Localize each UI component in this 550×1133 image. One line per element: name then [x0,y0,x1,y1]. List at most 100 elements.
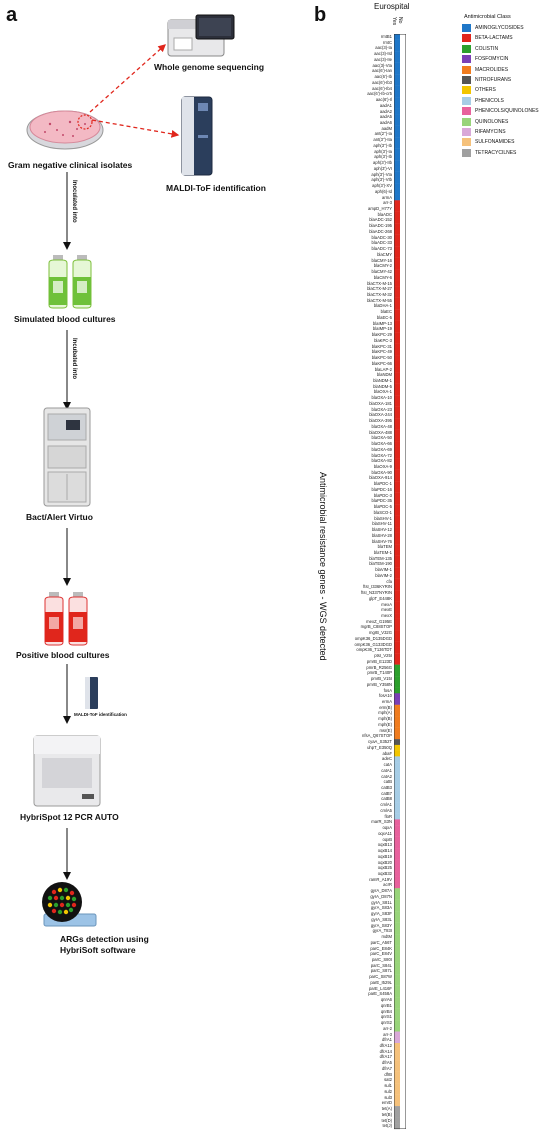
heatmap-cell-yes [394,280,400,287]
heatmap-cell-no [400,1123,406,1130]
gene-label: abaF [382,750,392,756]
legend-swatch [462,44,471,53]
gene-label: blaADC [377,211,392,217]
legend-item: FOSFOMYCIN [462,54,508,64]
gene-label: gyrA_D87A [370,888,392,894]
heatmap-cell-yes [394,372,400,379]
gene-label: blaOXA-69 [371,446,392,452]
heatmap-cell-yes [394,217,400,224]
gene-label: blaADC-268 [369,228,392,234]
gene-label: catA2 [381,773,392,779]
heatmap-cell-yes [394,876,400,883]
heatmap-cell-no [400,481,406,488]
heatmap-cell-no [400,899,406,906]
heatmap-cell-no [400,492,406,499]
gene-label: blaOXA-9 [373,463,392,469]
heatmap-cell-yes [394,779,400,786]
gene-label: pmrB_E123D [366,658,392,664]
heatmap-cell-yes [394,1048,400,1055]
heatmap-cell-yes [394,469,400,476]
dna-array-icon [42,882,97,927]
heatmap-cell-yes [394,888,400,895]
gene-label: oqxB [382,836,392,842]
heatmap-cell-yes [394,56,400,63]
heatmap-cell-no [400,785,406,791]
heatmap-cell-no [400,1071,406,1078]
gene-label: qnrS1 [380,1014,392,1020]
heatmap-cell-yes [394,647,400,654]
gene-label: aadA2 [379,108,392,114]
gene-label: blaOXA-10 [371,395,392,401]
heatmap-cell-yes [394,228,400,235]
heatmap-cell-no [400,681,406,688]
heatmap-cell-no [400,486,406,493]
heatmap-cell-yes [394,475,400,482]
heatmap-cell-yes [394,79,400,86]
heatmap-cell-yes [394,343,400,350]
heatmap-cell-no [400,452,406,459]
gene-label: blaEC-5 [376,314,392,320]
gene-label: blaIMP-19 [372,326,392,332]
heatmap-cell-no [400,979,406,986]
heatmap-cell-yes [394,142,400,149]
gene-label: armA [381,194,392,200]
gene-label: blaADC-152 [369,217,392,223]
wgs-label: Whole genome sequencing [154,62,265,72]
heatmap-cell-yes [394,515,400,522]
heatmap-cell-yes [394,74,400,81]
legend-label: COLISTIN [475,45,499,52]
heatmap-cell-no [400,171,406,178]
heatmap-cell-no [400,538,406,545]
gene-label: aadA5 [379,114,392,120]
heatmap-cell-yes [394,1094,400,1101]
heatmap-cell-yes [394,188,400,195]
heatmap-cell-no [400,56,406,63]
gene-label: blaOXA-244 [369,412,392,418]
gene-label: aph(3')-XV [372,183,392,189]
heatmap-cell-no [400,228,406,235]
heatmap-cell-no [400,710,406,717]
heatmap-cell-no [400,188,406,195]
gene-label: aph(3')-Ia [374,148,392,154]
heatmap-cell-no [400,624,406,631]
heatmap-cell-yes [394,286,400,293]
gene-label: rmtC [382,39,392,45]
gene-label: dfrA12 [379,1043,392,1048]
legend-item: COLISTIN [462,44,498,54]
heatmap-cell-no [400,1117,406,1124]
heatmap-cell-no [400,704,406,711]
heatmap-cell-no [400,343,406,350]
gene-label: mgrB_C88STOP [360,624,392,630]
heatmap-cell-yes [394,68,400,75]
gene-label: blaKPC-29 [371,332,392,338]
gene-label: blaCTX-M-55 [367,297,392,303]
gene-label: blaTEM-190 [369,561,392,567]
gene-label: blaOXA-395 [369,418,392,424]
heatmap-cell-yes [394,423,400,430]
heatmap-cell-no [400,355,406,361]
legend-label: RIFAMYCINS [475,129,506,135]
heatmap-cell-yes [394,332,400,339]
gene-label: dfrA17 [379,1054,392,1060]
gene-label: msr(E) [379,727,392,733]
heatmap-cell-no [400,974,406,981]
heatmap-cell-yes [394,1100,400,1107]
gene-label: blaNDM [376,372,392,378]
heatmap-cell-no [400,693,406,700]
gene-label: sul2 [384,1088,392,1094]
heatmap-cell-yes [394,1025,400,1032]
heatmap-cell-yes [394,939,400,946]
heatmap-cell-no [400,217,406,224]
column-no-label: No [397,17,403,24]
heatmap-cell-no [400,332,406,339]
heatmap-cell-yes [394,681,400,688]
heatmap-title: Eurospital [374,2,410,11]
gene-label: blaLAP-2 [374,366,392,372]
heatmap-cell-no [400,1077,406,1084]
heatmap-cell-yes [394,51,400,58]
gene-label: ramR_A19V [369,876,392,882]
legend-item: OTHERS [462,85,496,95]
heatmap-cell-no [400,739,406,746]
gene-label: erm(B) [379,704,392,710]
